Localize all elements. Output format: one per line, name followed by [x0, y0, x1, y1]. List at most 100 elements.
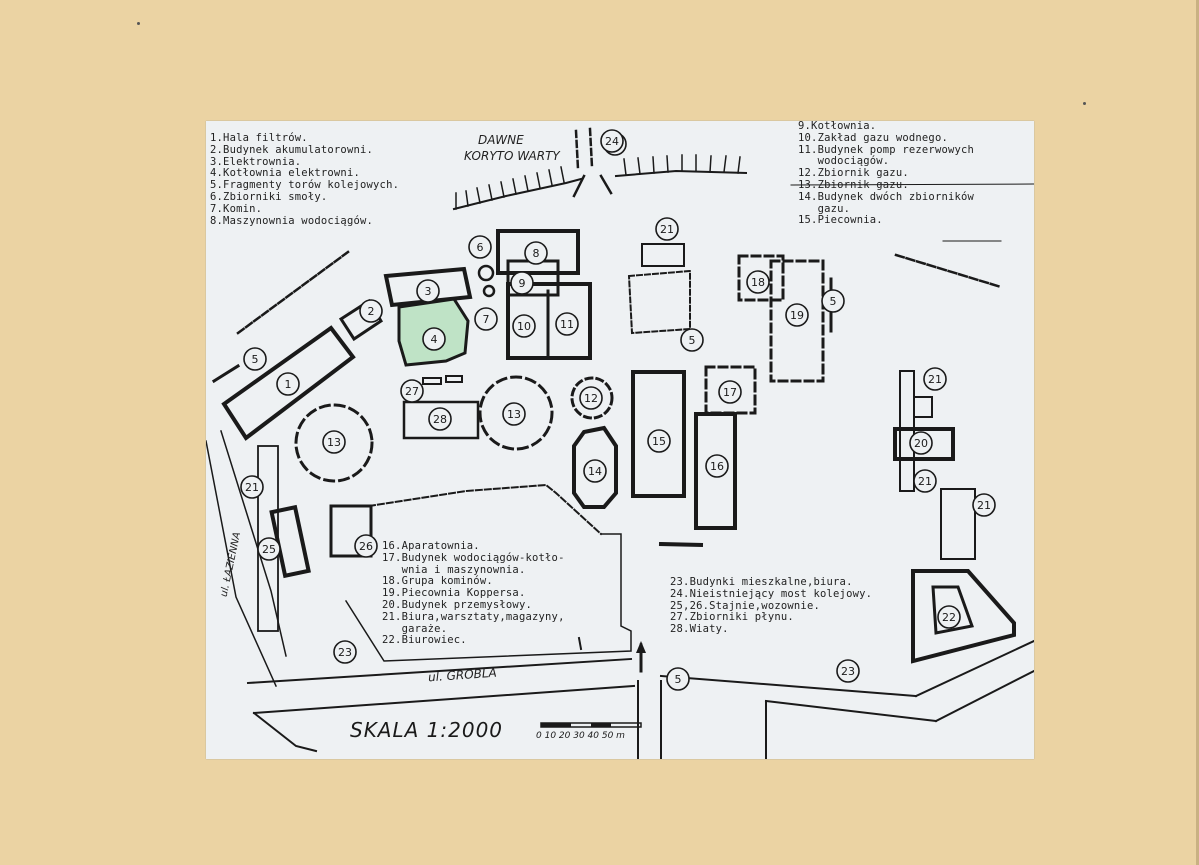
marker-10: 10 — [512, 314, 536, 338]
liquid-tank — [422, 377, 442, 385]
marker-label: 13 — [507, 408, 521, 421]
building-26 — [329, 504, 373, 558]
legend-entry: 19.Piecownia Koppersa. — [382, 587, 526, 600]
marker-label: 10 — [517, 320, 531, 333]
old-bridge — [572, 127, 613, 198]
marker-label: 5 — [675, 673, 682, 686]
marker-label: 24 — [605, 135, 619, 148]
legend-entry: gazu. — [798, 202, 851, 215]
legend-entry: 15.Piecownia. — [798, 214, 883, 227]
building-2 — [338, 298, 384, 342]
marker-label: 12 — [584, 392, 598, 405]
legend-entry: garaże. — [382, 622, 448, 635]
tar-tank — [482, 284, 496, 298]
legend-top-right: 9.Kotłownia.10.Zakład gazu wodnego.11.Bu… — [798, 121, 974, 227]
fenced-area — [627, 269, 691, 335]
old-river-label-line2: KORYTO WARTY — [464, 149, 560, 163]
dust-speck — [1083, 102, 1086, 105]
marker-label: 23 — [841, 665, 855, 678]
building-14 — [572, 425, 618, 509]
marker-6: 6 — [468, 235, 492, 259]
marker-21: 21 — [655, 217, 679, 241]
marker-label: 28 — [433, 413, 447, 426]
marker-label: 22 — [942, 611, 956, 624]
mount-edge — [1196, 0, 1199, 865]
marker-13: 13 — [322, 430, 346, 454]
marker-21: 21 — [923, 367, 947, 391]
legend-entry: 12.Zbiornik gazu. — [798, 167, 909, 180]
marker-label: 23 — [338, 646, 352, 659]
tar-tank — [477, 264, 495, 282]
marker-label: 21 — [928, 373, 942, 386]
marker-label: 18 — [751, 276, 765, 289]
marker-28: 28 — [428, 407, 452, 431]
marker-label: 20 — [914, 437, 928, 450]
gas-holder-12 — [570, 376, 614, 420]
building-8 — [496, 229, 580, 275]
legend-entry: 27.Zbiorniki płynu. — [670, 611, 794, 624]
marker-5: 5 — [666, 667, 690, 691]
track-fragment — [658, 541, 704, 548]
legend-entry: 14.Budynek dwóch zbiorników — [798, 190, 975, 203]
marker-label: 19 — [790, 309, 804, 322]
marker-label: 14 — [588, 465, 602, 478]
marker-label: 25 — [262, 543, 276, 556]
gas-holder-13 — [478, 375, 554, 451]
legend-entry: 6.Zbiorniki smoły. — [210, 190, 328, 203]
marker-label: 5 — [830, 295, 837, 308]
legend-entry: 24.Nieistniejący most kolejowy. — [670, 587, 873, 600]
building-3 — [383, 266, 473, 308]
marker-14: 14 — [583, 459, 607, 483]
marker-8: 8 — [524, 241, 548, 265]
marker-label: 9 — [519, 277, 526, 290]
marker-label: 1 — [285, 378, 292, 391]
legend-entry: 28.Wiaty. — [670, 623, 729, 636]
marker-label: 7 — [483, 313, 490, 326]
building-18 — [737, 254, 785, 302]
marker-21: 21 — [972, 493, 996, 517]
marker-label: 8 — [533, 247, 540, 260]
legend-entry: 1.Hala filtrów. — [210, 132, 308, 144]
legend-entry: wodociągów. — [798, 155, 890, 168]
legend-entry: 2.Budynek akumulatorowni. — [210, 143, 374, 156]
legend-entry: 5.Fragmenty torów kolejowych. — [210, 179, 400, 192]
building-22 — [911, 569, 1016, 664]
legend-entry: 22.Biurowiec. — [382, 634, 467, 647]
marker-label: 21 — [977, 499, 991, 512]
legend-entry: 9.Kotłownia. — [798, 121, 877, 132]
building-1 — [221, 325, 356, 441]
legend-entry: 10.Zakład gazu wodnego. — [798, 131, 948, 144]
marker-label: 21 — [245, 481, 259, 494]
marker-7: 7 — [474, 307, 498, 331]
legend-entry: 20.Budynek przemysłowy. — [382, 598, 532, 611]
marker-label: 16 — [710, 460, 724, 473]
legend-entry: 8.Maszynownia wodociągów. — [210, 214, 374, 227]
marker-12: 12 — [579, 386, 603, 410]
legend-entry: 18.Grupa kominów. — [382, 575, 493, 588]
marker-19: 19 — [785, 303, 809, 327]
marker-label: 27 — [405, 385, 419, 398]
marker-5: 5 — [680, 328, 704, 352]
marker-label: 15 — [652, 435, 666, 448]
marker-21: 21 — [240, 475, 264, 499]
marker-label: 5 — [252, 353, 259, 366]
dust-speck — [137, 22, 140, 25]
marker-9: 9 — [510, 271, 534, 295]
legend-entry: 21.Biura,warsztaty,magazyny, — [382, 610, 565, 623]
marker-11: 11 — [555, 312, 579, 336]
fence — [367, 483, 603, 536]
building-28 — [402, 400, 480, 440]
building-19 — [769, 259, 825, 383]
marker-24: 24 — [600, 129, 624, 153]
marker-3: 3 — [416, 279, 440, 303]
legend-entry: 13.Zbiornik gazu. — [798, 178, 909, 191]
legend-entry: 17.Budynek wodociągów-kotło- — [382, 551, 565, 564]
legend-bottom-middle: 16.Aparatownia.17.Budynek wodociągów-kot… — [382, 540, 565, 647]
legend-entry: 11.Budynek pomp rezerwowych — [798, 143, 975, 156]
marker-26: 26 — [354, 534, 378, 558]
legend-entry: 7.Komin. — [210, 202, 263, 215]
marker-5: 5 — [821, 289, 845, 313]
marker-label: 2 — [368, 305, 375, 318]
marker-13: 13 — [502, 402, 526, 426]
